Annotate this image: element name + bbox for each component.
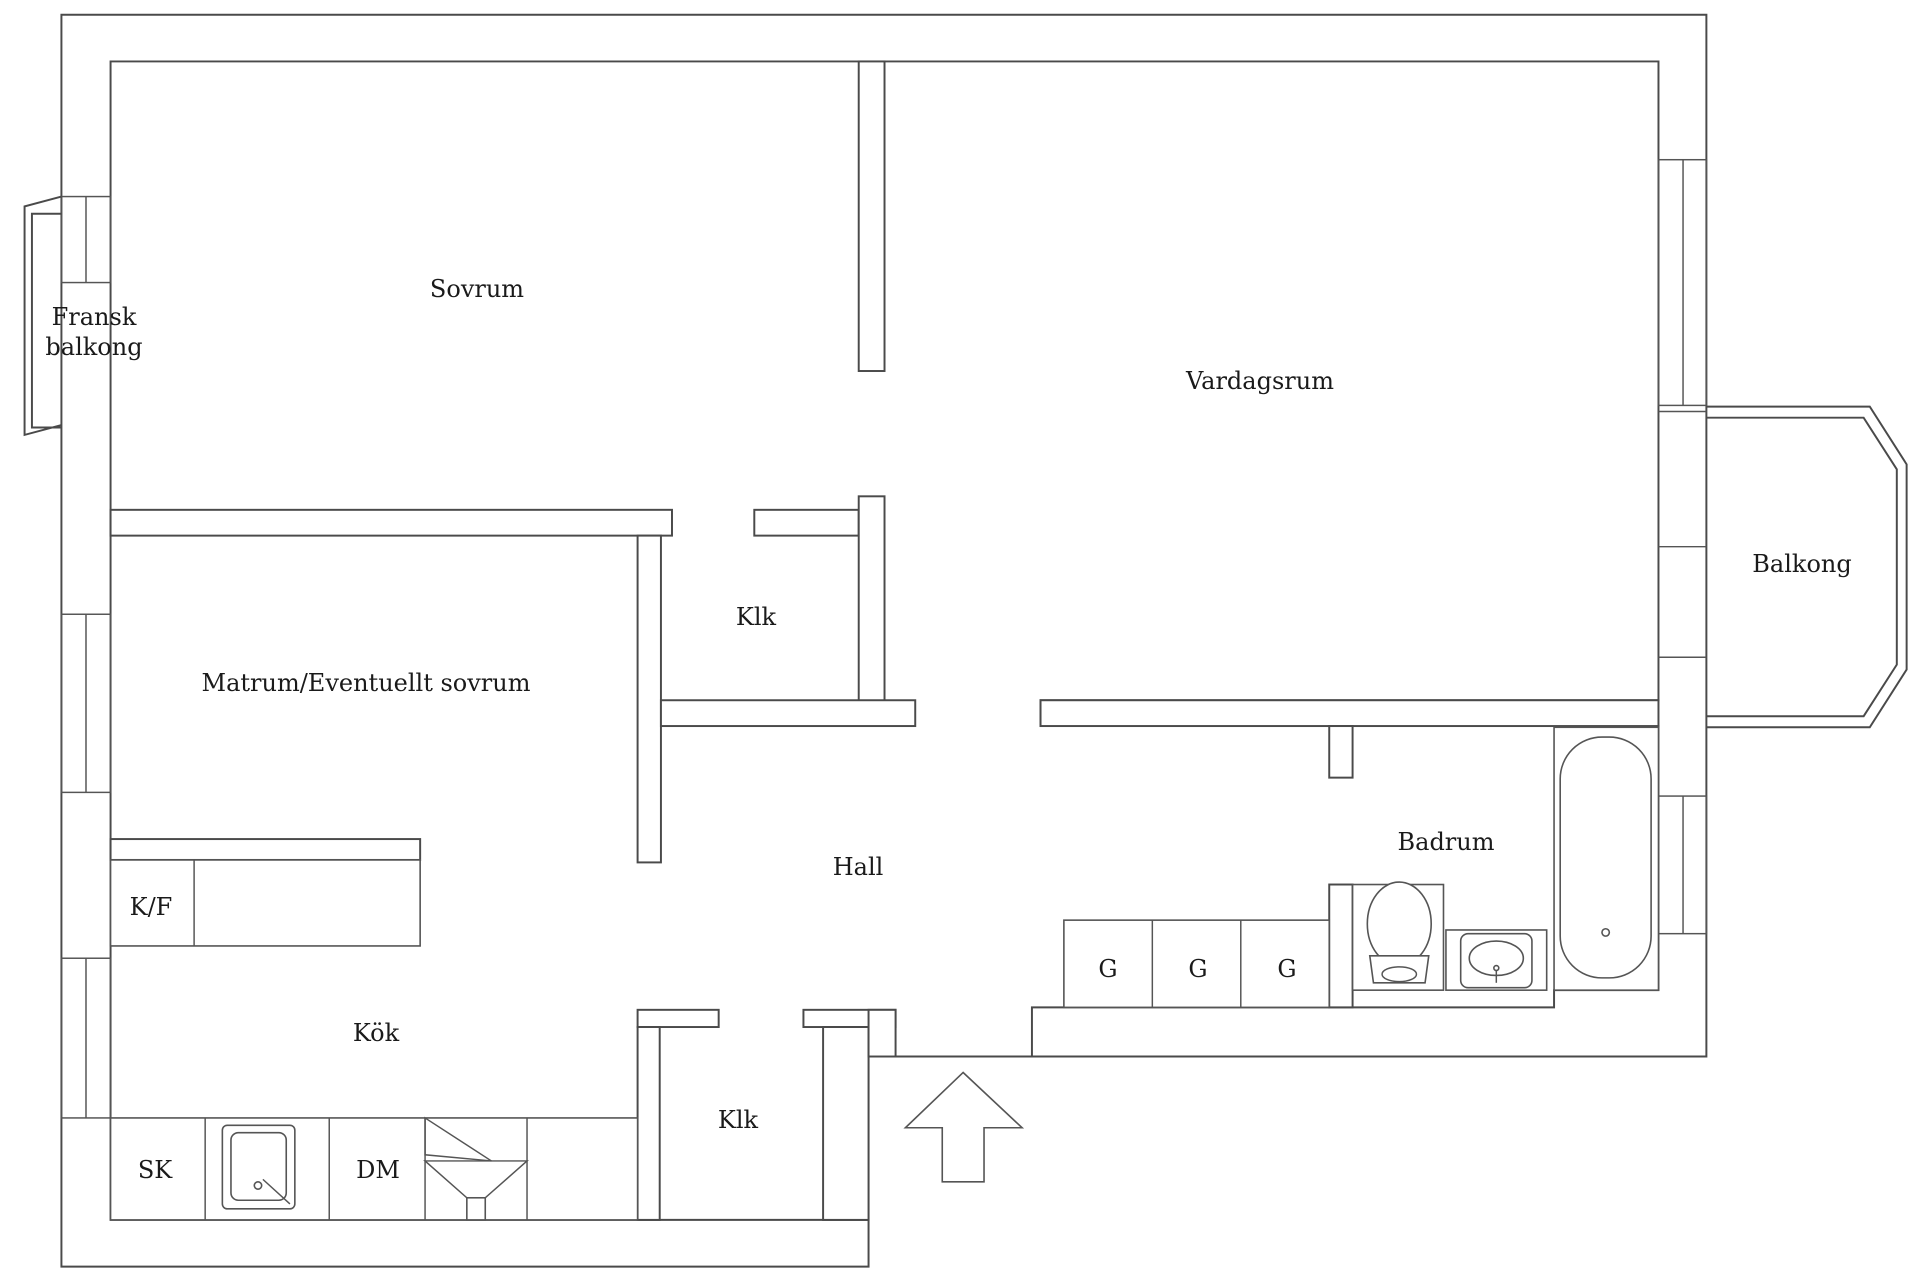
windows	[60, 158, 1708, 1119]
interior-walls	[109, 60, 1660, 1221]
fixture-label-sk: SK	[137, 1156, 173, 1184]
room-label-fransk-balkong: Fransk balkong	[45, 303, 143, 361]
toilet-icon	[1351, 881, 1445, 991]
balcony	[1706, 405, 1908, 729]
room-label-kok: Kök	[352, 1019, 400, 1047]
fixture-label-g1: G	[1098, 955, 1118, 983]
room-label-balkong: Balkong	[1752, 550, 1852, 578]
french-balcony	[23, 195, 62, 437]
fixture-label-g2: G	[1188, 955, 1208, 983]
entrance-arrow-icon	[903, 1071, 1025, 1183]
kitchen-sink-icon	[221, 1124, 296, 1210]
room-label-hall: Hall	[832, 853, 884, 881]
bathtub-icon	[1553, 726, 1660, 991]
room-label-klk-upper: Klk	[735, 603, 777, 631]
fridge-freezer	[109, 859, 421, 947]
room-label-matrum: Matrum/Eventuellt sovrum	[201, 669, 531, 697]
room-label-badrum: Badrum	[1397, 828, 1495, 856]
kitchen-counter	[109, 1117, 639, 1221]
washbasin-icon	[1445, 929, 1548, 991]
room-label-klk-lower: Klk	[717, 1106, 759, 1134]
fixture-label-dm: DM	[356, 1156, 400, 1184]
wardrobes	[1063, 919, 1331, 1009]
room-label-sovrum: Sovrum	[429, 275, 525, 303]
fixture-label-g3: G	[1277, 955, 1297, 983]
room-label-vardagsrum: Vardagsrum	[1186, 367, 1334, 395]
stove-hood-icon	[423, 1116, 529, 1221]
fixture-label-kf: K/F	[129, 893, 173, 921]
